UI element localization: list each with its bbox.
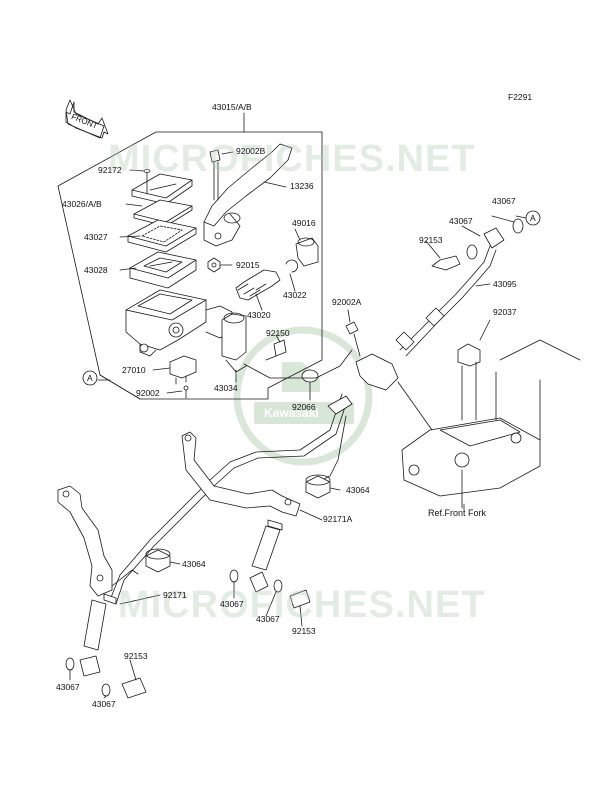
fitting-43034 xyxy=(221,312,247,373)
banjo-top-right xyxy=(431,218,524,271)
boot-49016 xyxy=(295,237,319,267)
circlip-43022 xyxy=(285,259,298,273)
callout-43028: 43028 xyxy=(84,265,108,275)
callout-43034: 43034 xyxy=(214,383,238,393)
callout-92150: 92150 xyxy=(266,328,290,338)
figure-id: F2291 xyxy=(508,92,533,102)
callout-92037: 92037 xyxy=(493,307,517,317)
hose-43095 xyxy=(395,245,497,357)
front-arrow xyxy=(65,99,109,139)
callout-43064-right: 43064 xyxy=(346,485,370,495)
lever-13236 xyxy=(203,143,293,247)
callout-92153-bottom: 92153 xyxy=(124,651,148,661)
piston-43020 xyxy=(235,269,281,301)
callout-92002: 92002 xyxy=(136,388,160,398)
bracket-right xyxy=(181,431,301,517)
marker-a-right-label: A xyxy=(530,213,536,223)
watermark-text-bottom: MICROFICHES.NET xyxy=(118,584,486,626)
callout-43067-bottom2: 43067 xyxy=(92,699,116,709)
fork-bracket xyxy=(397,339,581,509)
callout-43067-top1: 43067 xyxy=(492,196,516,206)
fitting-bottom xyxy=(65,655,147,699)
callout-43067-mid2: 43067 xyxy=(256,614,280,624)
joint-3way xyxy=(327,353,399,415)
leader-lines-lower xyxy=(69,215,527,699)
callout-92171: 92171 xyxy=(163,590,187,600)
callout-92066: 92066 xyxy=(292,402,316,412)
marker-a-left-label: A xyxy=(87,373,93,383)
reference-front-fork: Ref.Front Fork xyxy=(428,508,487,518)
pipe-92171a xyxy=(251,519,283,571)
callout-92002b: 92002B xyxy=(236,146,266,156)
grommet-43064-right xyxy=(305,474,331,499)
callout-43095: 43095 xyxy=(493,279,517,289)
bolt-92150 xyxy=(265,339,287,361)
grommet-43064-left xyxy=(145,548,171,573)
callout-43067-bottom1: 43067 xyxy=(56,682,80,692)
callout-43067-top2: 43067 xyxy=(449,216,473,226)
callout-27010: 27010 xyxy=(122,365,146,375)
callout-43027: 43027 xyxy=(84,232,108,242)
float-43028 xyxy=(129,251,197,289)
diaphragm-43027 xyxy=(127,219,197,253)
callout-43020: 43020 xyxy=(247,310,271,320)
watermark-logo-text: Kawasaki xyxy=(264,406,319,420)
master-cylinder-body xyxy=(125,289,233,357)
callout-43064-left: 43064 xyxy=(182,559,206,569)
callout-43015: 43015/A/B xyxy=(212,102,252,112)
watermark-logo xyxy=(233,326,373,466)
bracket-left xyxy=(57,485,113,597)
screw-92002 xyxy=(183,385,189,399)
bolt-92002a xyxy=(345,321,361,357)
marker-a-left xyxy=(82,370,98,386)
callout-43022: 43022 xyxy=(283,290,307,300)
callout-92171a: 92171A xyxy=(323,514,353,524)
callout-92172: 92172 xyxy=(98,165,122,175)
pipe-92171 xyxy=(83,569,139,651)
assembly-outline xyxy=(57,131,323,400)
callout-92153-mid: 92153 xyxy=(292,626,316,636)
callout-92002a: 92002A xyxy=(332,297,362,307)
leader-lines xyxy=(97,112,311,401)
screw-92172 xyxy=(143,169,151,195)
callout-92015: 92015 xyxy=(236,260,260,270)
callout-13236: 13236 xyxy=(290,181,314,191)
callout-43067-mid1: 43067 xyxy=(220,599,244,609)
callout-92153-top: 92153 xyxy=(419,235,443,245)
watermark-text-top: MICROFICHES.NET xyxy=(108,138,476,180)
marker-a-right xyxy=(525,210,541,226)
cap-92066 xyxy=(301,369,319,383)
nut-92015 xyxy=(207,257,221,273)
callout-43026: 43026/A/B xyxy=(62,199,102,209)
bolt-92002b xyxy=(209,149,221,201)
callout-49016: 49016 xyxy=(292,218,316,228)
switch-27010 xyxy=(169,355,197,385)
